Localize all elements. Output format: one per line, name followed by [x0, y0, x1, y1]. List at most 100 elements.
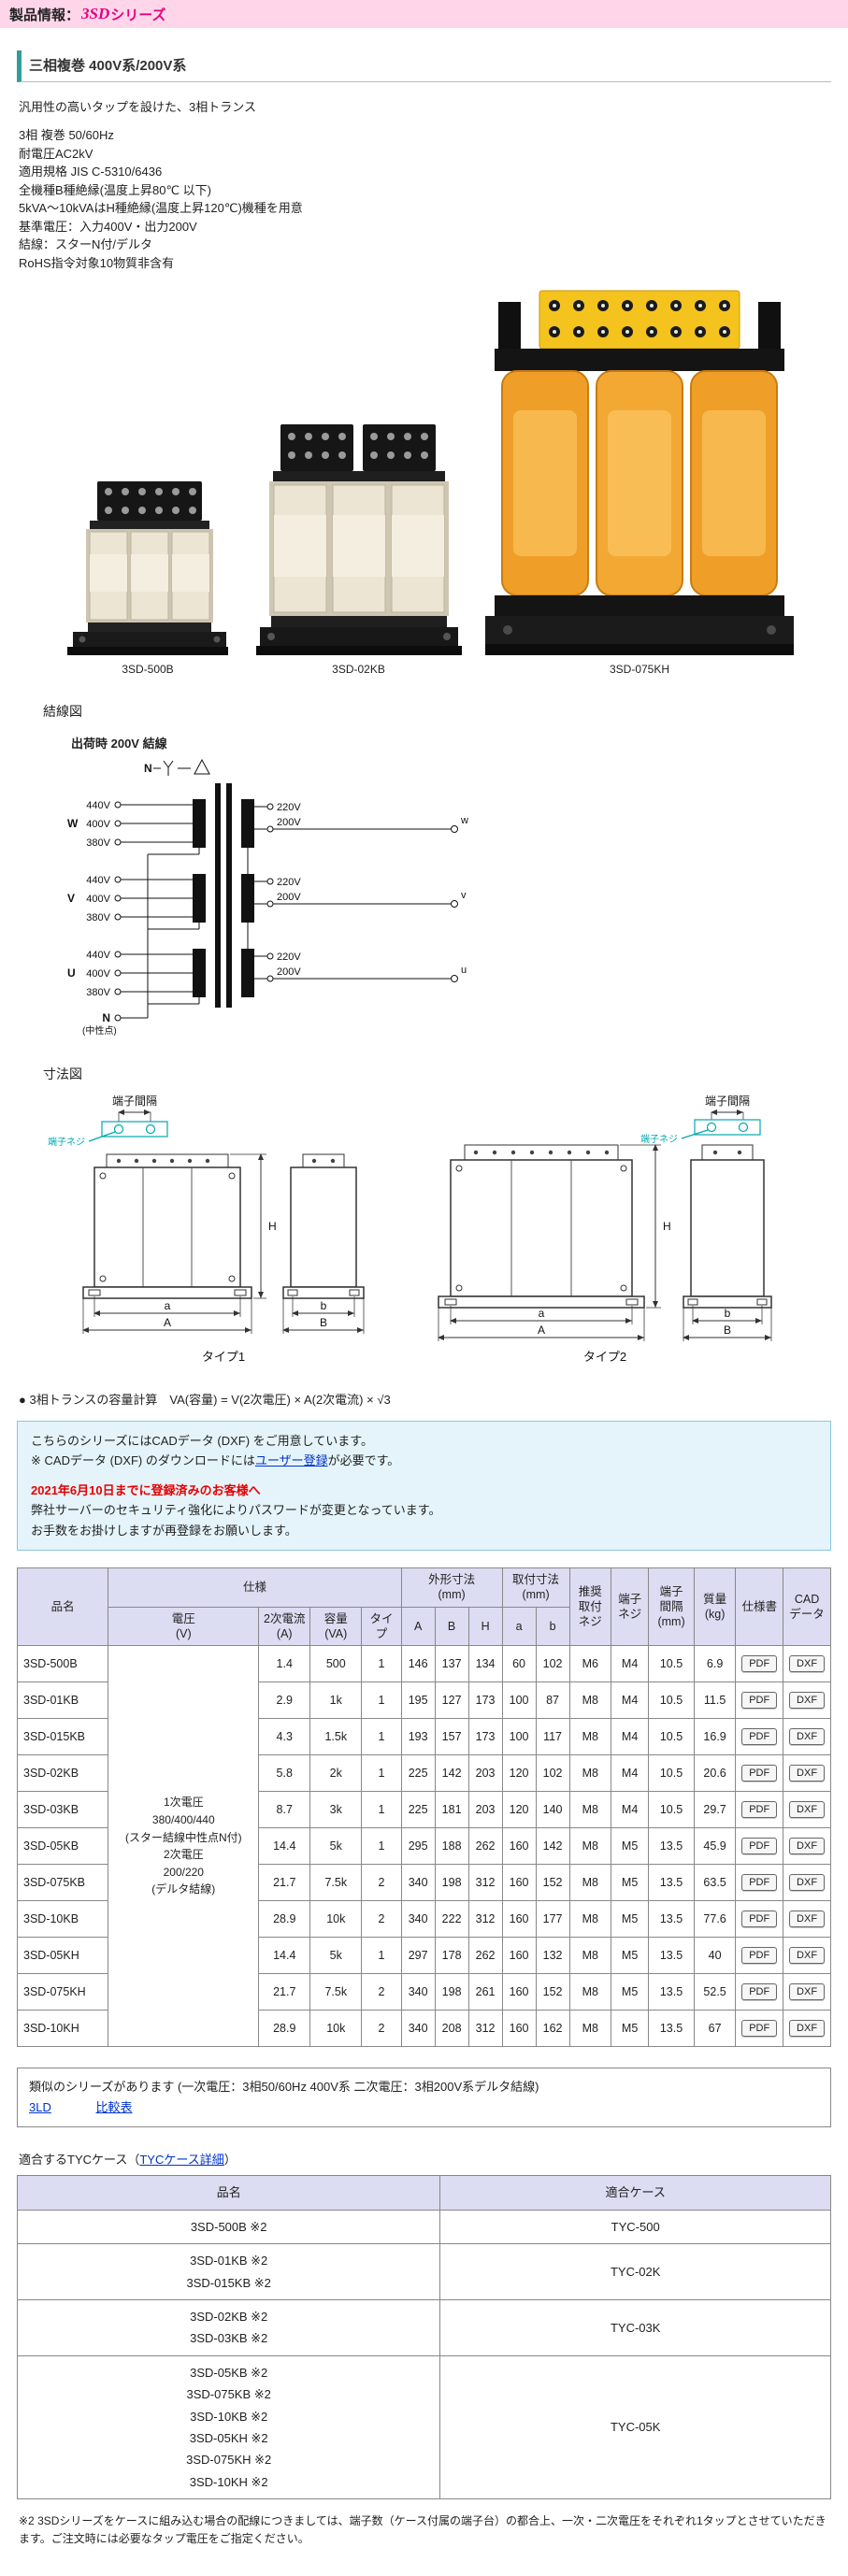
svg-text:220V: 220V [277, 952, 301, 963]
col-spec-sheet: 仕様書 [735, 1567, 784, 1647]
current-cell: 28.9 [258, 2010, 311, 2048]
mount-screw-cell: M8 [568, 1754, 611, 1793]
capacity-cell: 3k [309, 1791, 363, 1829]
a-cell: 160 [501, 2010, 537, 2048]
dxf-button[interactable]: DXF [789, 1655, 826, 1673]
pdf-button[interactable]: PDF [741, 2020, 778, 2038]
type-cell: 2 [361, 1900, 402, 1939]
svg-text:B: B [723, 1324, 730, 1337]
dxf-button[interactable]: DXF [789, 1983, 826, 2001]
col-voltage: 電圧 (V) [108, 1606, 260, 1647]
dxf-button[interactable]: DXF [789, 1801, 826, 1819]
weight-cell: 63.5 [693, 1864, 737, 1902]
current-cell: 28.9 [258, 1900, 311, 1939]
weight-cell: 16.9 [693, 1718, 737, 1756]
dimension-section-title: 寸法図 [43, 1066, 82, 1081]
current-cell: 2.9 [258, 1682, 311, 1720]
cad-data-cell: DXF [783, 1718, 831, 1756]
terminal-gap-cell: 13.5 [648, 1827, 695, 1866]
col-capacity: 容量 (VA) [309, 1606, 363, 1647]
current-cell: 21.7 [258, 1973, 311, 2011]
a-cell: 120 [501, 1754, 537, 1793]
terminal-gap-cell: 13.5 [648, 1973, 695, 2011]
pdf-button[interactable]: PDF [741, 1765, 778, 1782]
B-cell: 137 [434, 1645, 469, 1683]
product-name-cell: 3SD-075KB [16, 1864, 109, 1902]
dxf-button[interactable]: DXF [789, 1692, 826, 1710]
terminal-screw-cell: M5 [610, 1827, 650, 1866]
dxf-button[interactable]: DXF [789, 1947, 826, 1965]
pdf-button[interactable]: PDF [741, 1801, 778, 1819]
tyc-case-cell: TYC-05K [439, 2354, 831, 2500]
pdf-button[interactable]: PDF [741, 1655, 778, 1673]
terminal-screw-cell: M4 [610, 1682, 650, 1720]
pdf-button[interactable]: PDF [741, 1692, 778, 1710]
B-cell: 188 [434, 1827, 469, 1866]
svg-text:端子ネジ: 端子ネジ [640, 1133, 678, 1145]
series-3ld-link[interactable]: 3LD [29, 2100, 51, 2115]
cad-line2-suffix: が必要です。 [327, 1453, 400, 1468]
col-dim-a: a [501, 1606, 537, 1647]
pdf-button[interactable]: PDF [741, 1874, 778, 1892]
B-cell: 181 [434, 1791, 469, 1829]
user-registration-link[interactable]: ユーザー登録 [254, 1453, 328, 1468]
product-photo-small: 3SD-500B [64, 476, 232, 676]
H-cell: 312 [467, 1900, 503, 1939]
mount-screw-cell: M8 [568, 1973, 611, 2011]
svg-text:b: b [320, 1299, 326, 1312]
capacity-cell: 10k [309, 2010, 363, 2048]
mount-screw-cell: M8 [568, 1718, 611, 1756]
dxf-button[interactable]: DXF [789, 2020, 826, 2038]
pdf-button[interactable]: PDF [741, 1947, 778, 1965]
terminal-screw-cell: M4 [610, 1645, 650, 1683]
star-delta-symbol: N [144, 758, 210, 776]
dxf-button[interactable]: DXF [789, 1765, 826, 1782]
type-cell: 1 [361, 1682, 402, 1720]
H-cell: 203 [467, 1754, 503, 1793]
col-cad-data: CAD データ [783, 1567, 831, 1647]
b-cell: 87 [535, 1682, 570, 1720]
spec-sheet-cell: PDF [735, 1754, 784, 1793]
spec-line: 3相 複巻 50/60Hz [19, 128, 114, 142]
capacity-cell: 10k [309, 1900, 363, 1939]
pdf-button[interactable]: PDF [741, 1838, 778, 1855]
dxf-button[interactable]: DXF [789, 1874, 826, 1892]
tyc-case-detail-link[interactable]: TYCケース詳細 [139, 2153, 224, 2168]
col-dim-b: b [535, 1606, 570, 1647]
H-cell: 173 [467, 1718, 503, 1756]
B-cell: 178 [434, 1937, 469, 1975]
wiring-section-title: 結線図 [43, 704, 82, 719]
tyc-case-cell: TYC-02K [439, 2243, 831, 2300]
current-cell: 21.7 [258, 1864, 311, 1902]
tyc-col-case: 適合ケース [439, 2175, 831, 2211]
B-cell: 222 [434, 1900, 469, 1939]
terminal-gap-cell: 13.5 [648, 2010, 695, 2048]
comparison-table-link[interactable]: 比較表 [95, 2100, 133, 2115]
pdf-button[interactable]: PDF [741, 1911, 778, 1928]
dxf-button[interactable]: DXF [789, 1728, 826, 1746]
b-cell: 117 [535, 1718, 570, 1756]
phase-v: V 440V 400V 380V 220V 200V v [67, 874, 467, 923]
capacity-cell: 5k [309, 1827, 363, 1866]
tyc-case-cell: TYC-500 [439, 2209, 831, 2245]
svg-text:200V: 200V [277, 817, 301, 828]
current-cell: 14.4 [258, 1827, 311, 1866]
product-name-cell: 3SD-500B [16, 1645, 109, 1683]
pdf-button[interactable]: PDF [741, 1983, 778, 2001]
page-content: 三相複巻 400V系/200V系 汎用性の高いタップを設けた、3相トランス 3相… [0, 50, 848, 2576]
terminal-screw-cell: M5 [610, 1973, 650, 2011]
dxf-button[interactable]: DXF [789, 1911, 826, 1928]
H-cell: 312 [467, 1864, 503, 1902]
type-cell: 2 [361, 1973, 402, 2011]
neutral-bus: N (中性点) [82, 848, 200, 1037]
mount-screw-cell: M8 [568, 1682, 611, 1720]
pdf-button[interactable]: PDF [741, 1728, 778, 1746]
svg-text:端子間隔: 端子間隔 [704, 1095, 749, 1108]
spec-sheet-cell: PDF [735, 1645, 784, 1683]
capacity-cell: 5k [309, 1937, 363, 1975]
dxf-button[interactable]: DXF [789, 1838, 826, 1855]
svg-text:440V: 440V [86, 800, 110, 811]
